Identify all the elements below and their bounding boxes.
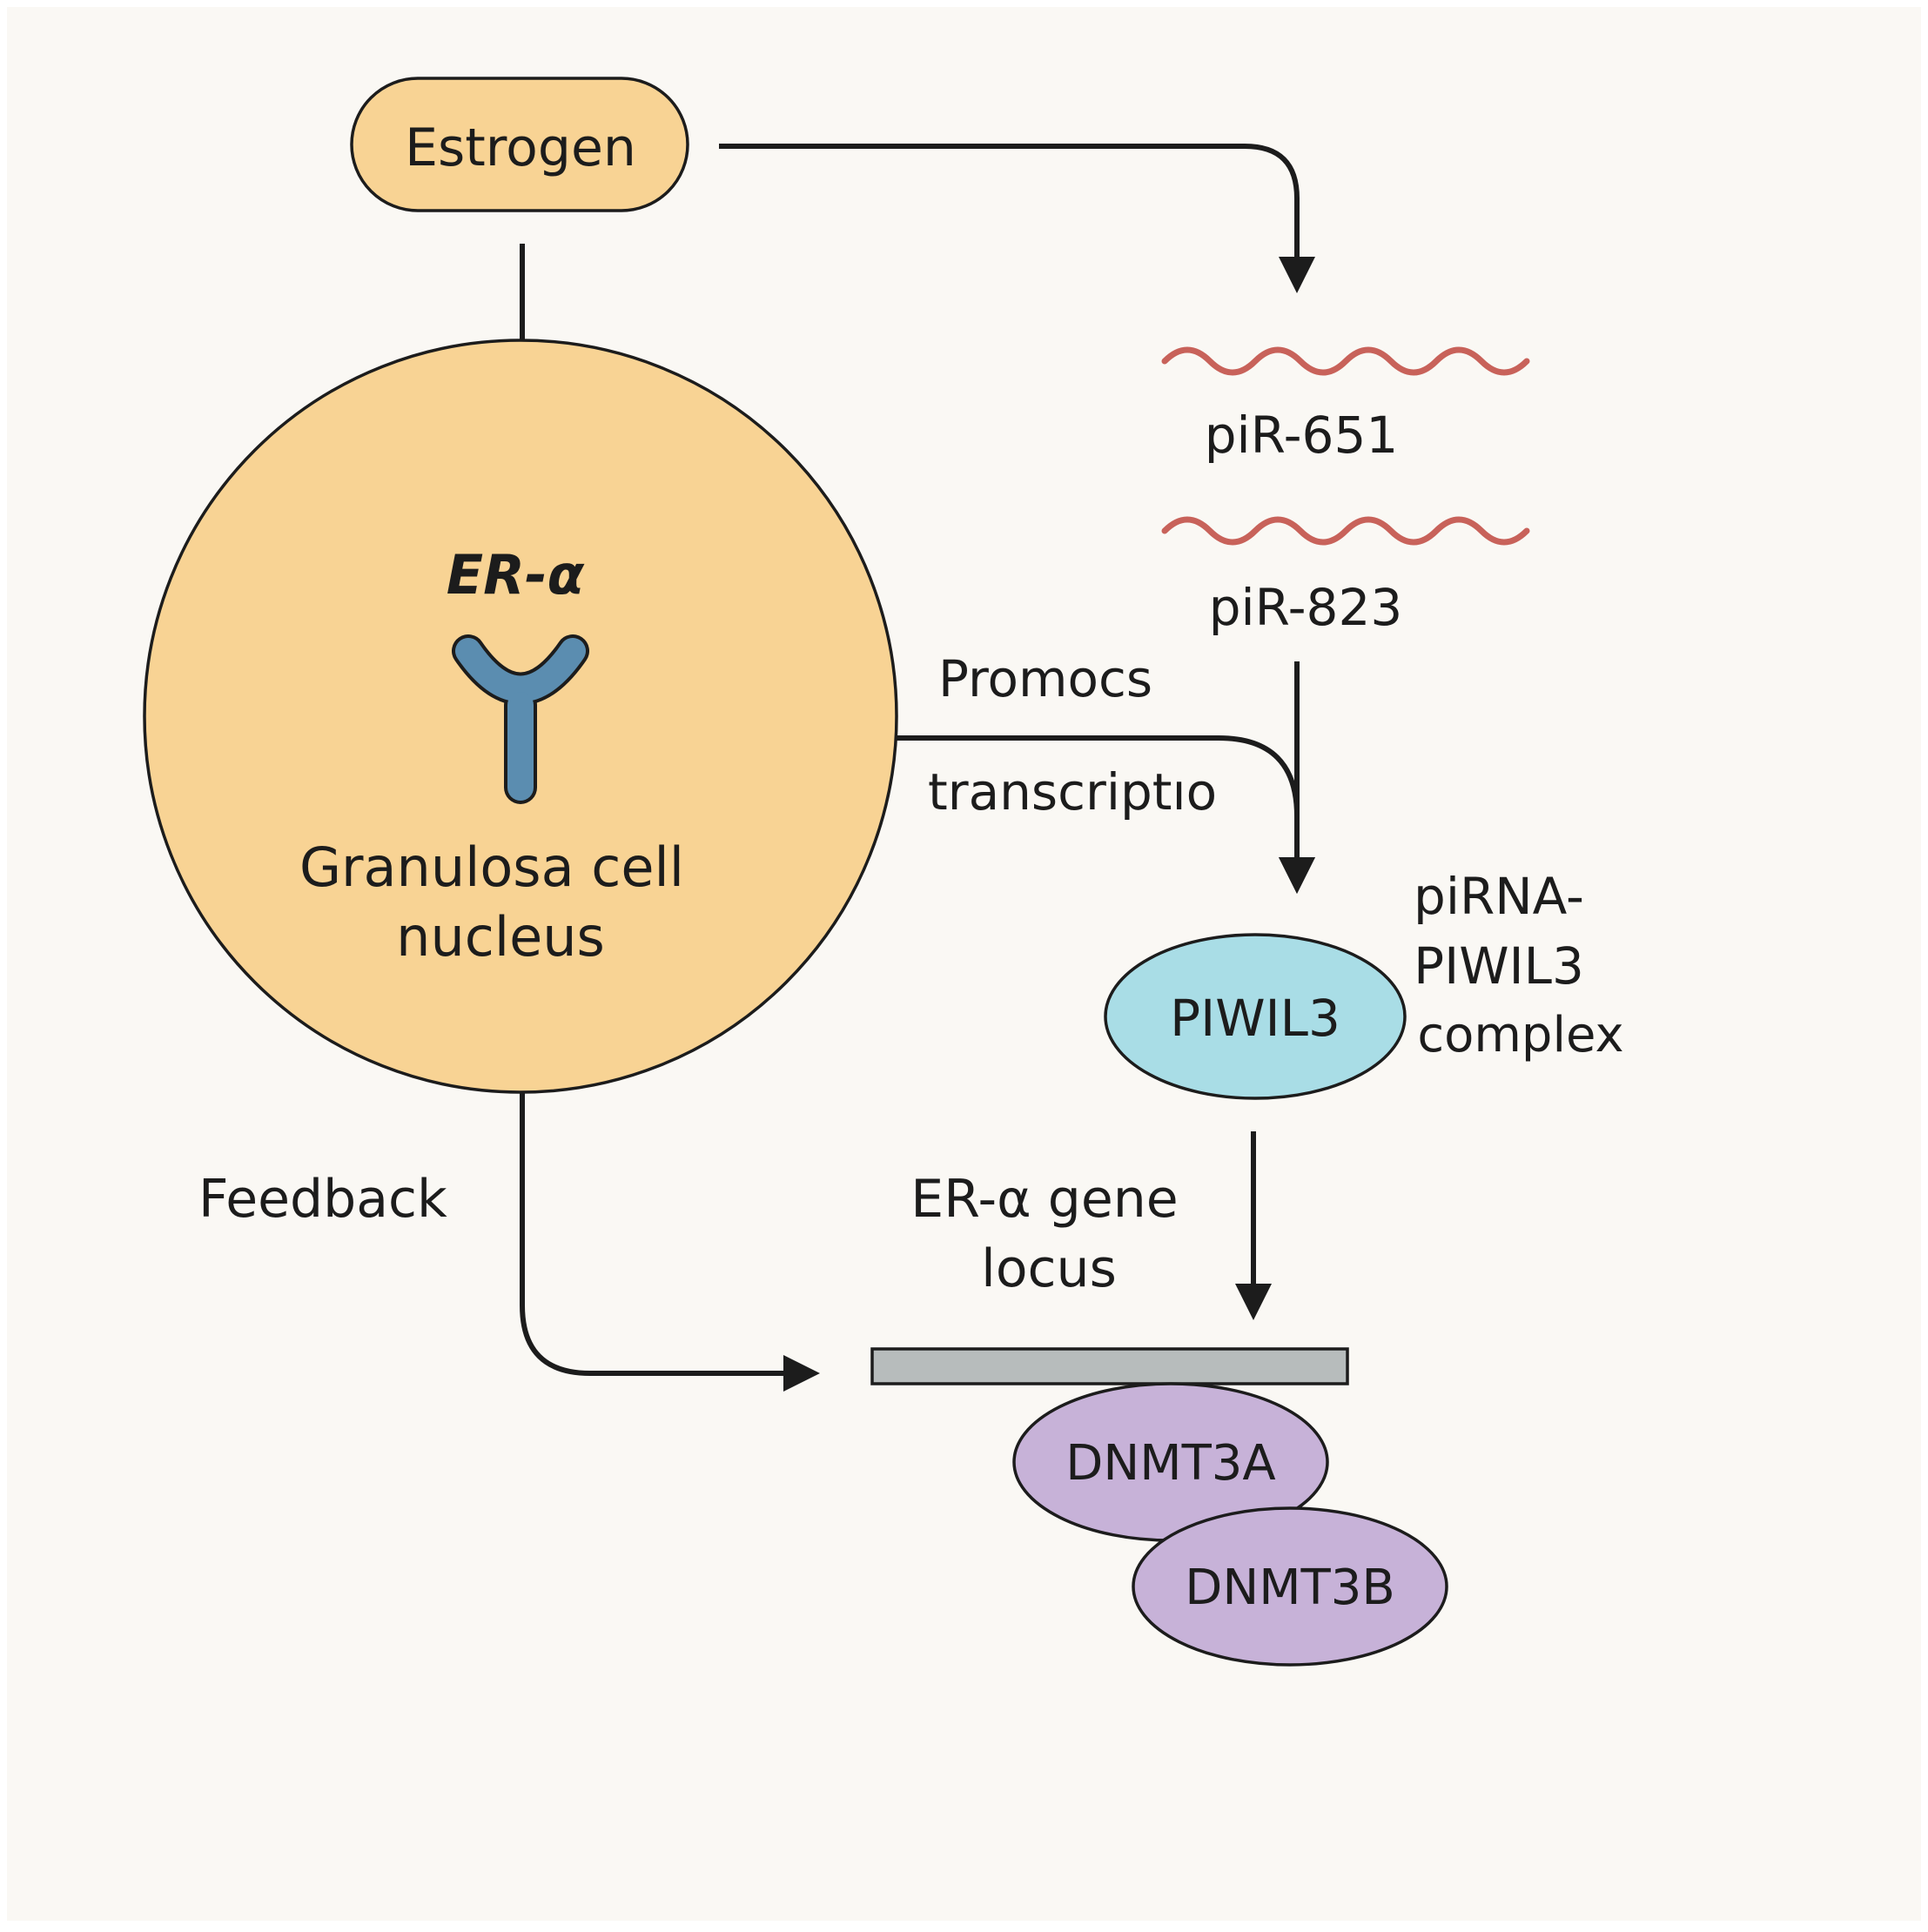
- locus-label-line1: ER-α gene: [910, 1169, 1178, 1230]
- nucleus-label-line2: nucleus: [396, 905, 605, 969]
- dnmt3b-label: DNMT3B: [1185, 1560, 1395, 1616]
- arrow-estrogen-to-pirna: [719, 144, 1315, 293]
- pir651-wave-icon: [1161, 346, 1530, 376]
- estrogen-label: Estrogen: [405, 117, 636, 178]
- gene-locus-bar: [870, 1347, 1349, 1385]
- piwil3-label: PIWIL3: [1170, 989, 1340, 1048]
- pir823-wave-icon: [1161, 516, 1530, 546]
- feedback-label: Feedback: [198, 1169, 447, 1230]
- pir651-label: piR-651: [1205, 406, 1399, 465]
- complex-label-line2: PIWIL3: [1414, 936, 1584, 996]
- promotes-label-line1: Promocs: [938, 649, 1152, 708]
- promotes-label-line2: transcriptıo: [928, 762, 1217, 822]
- estrogen-node: [350, 77, 689, 212]
- nucleus-label-line1: Granulosa cell: [299, 835, 684, 899]
- receptor-icon: [452, 634, 589, 804]
- dnmt3a-label: DNMT3A: [1065, 1435, 1275, 1492]
- locus-label-line2: locus: [981, 1238, 1117, 1299]
- arrow-feedback: [520, 1016, 820, 1392]
- pir823-label: piR-823: [1209, 578, 1403, 637]
- er-alpha-label: ER-α: [447, 543, 585, 607]
- dnmt3b-node: [1132, 1506, 1448, 1667]
- complex-label-line1: piRNA-: [1414, 867, 1584, 926]
- piwil3-node: [1104, 933, 1407, 1100]
- complex-label-line3: complex: [1417, 1007, 1623, 1063]
